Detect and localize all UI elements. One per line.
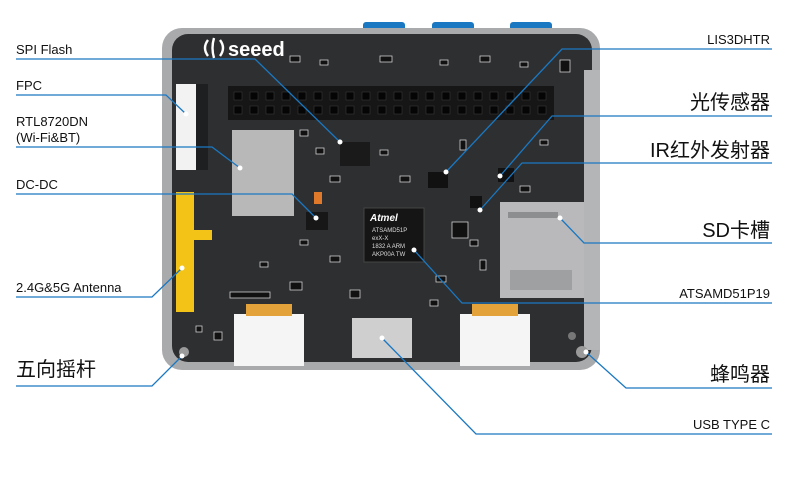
right-frame-strip	[584, 70, 600, 350]
label-antenna: 2.4G&5G Antenna	[16, 280, 122, 295]
leader-lines	[16, 48, 772, 435]
grove-connectors	[234, 304, 530, 366]
lis3dhtr-chip	[470, 196, 482, 208]
spi-flash-chip	[340, 142, 370, 166]
label-atsamd51p19: ATSAMD51P19	[679, 286, 770, 301]
chip-line-2: exX-X	[372, 236, 388, 242]
chip-line-4: AKP00A TW	[372, 252, 406, 258]
dc-dc-inductor	[306, 212, 328, 230]
buzzer	[576, 346, 588, 358]
label-sd-slot: SD卡槽	[702, 220, 770, 242]
light-sensor	[498, 168, 514, 182]
label-lis3dhtr: LIS3DHTR	[707, 32, 770, 47]
label-light-sensor: 光传感器	[690, 92, 770, 114]
label-joystick: 五向摇杆	[16, 359, 96, 381]
leader-dots	[179, 111, 589, 359]
chip-brand: Atmel	[369, 213, 398, 224]
chip-line-3: 1832 A ARM	[372, 244, 405, 250]
chip-line-1: ATSAMD51P	[372, 228, 407, 234]
atsamd51-chip: Atmel ATSAMD51P exX-X 1832 A ARM AKP00A …	[363, 207, 425, 263]
label-wifi-bt: (Wi-Fi&BT)	[16, 130, 81, 145]
ir-led	[428, 172, 448, 188]
antenna	[176, 192, 212, 312]
label-rtl8720dn: RTL8720DN	[16, 114, 89, 129]
fpc-connector	[176, 84, 196, 170]
label-usb-type-c: USB TYPE C	[692, 417, 770, 432]
label-ir-emitter: IR红外发射器	[650, 140, 770, 162]
label-buzzer: 蜂鸣器	[710, 364, 770, 386]
components	[195, 55, 571, 341]
label-spi-flash: SPI Flash	[16, 42, 73, 57]
sd-card-slot	[500, 202, 584, 298]
logo-text: seeed	[228, 39, 285, 61]
rtl8720dn-module	[232, 130, 294, 216]
seeed-logo: seeed	[203, 37, 285, 61]
label-dc-dc: DC-DC	[16, 177, 58, 192]
gpio-header	[228, 86, 554, 120]
label-fpc: FPC	[16, 78, 42, 93]
